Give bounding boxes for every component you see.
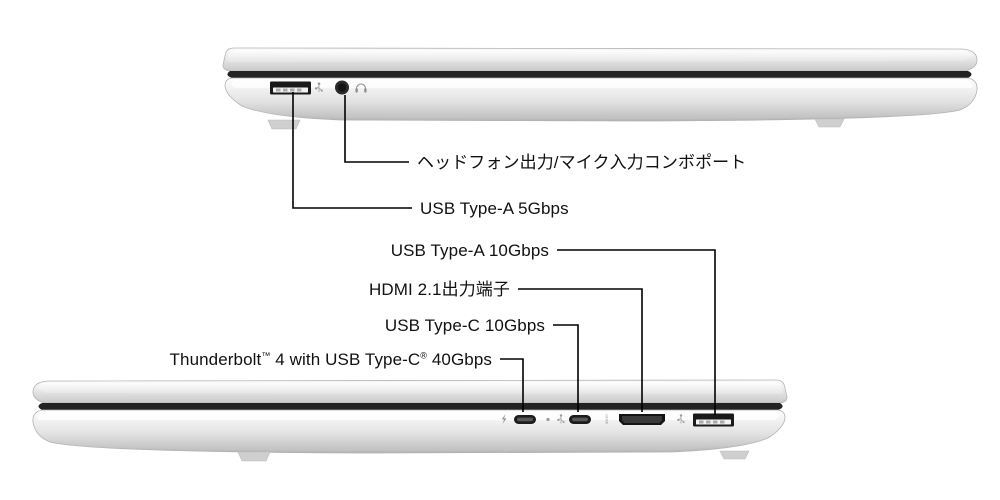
thunderbolt-icon — [501, 414, 507, 424]
thunderbolt-label-part1: Thunderbolt — [169, 350, 262, 369]
usb-a-contacts — [276, 88, 302, 92]
callout-hdmi-output: HDMI 2.1出力端子 — [369, 280, 510, 299]
callout-audio-combo-port: ヘッドフォン出力/マイク入力コンボポート — [417, 153, 747, 172]
lid-highlight — [38, 382, 783, 394]
usb-c-insert — [572, 417, 588, 422]
callout-thunderbolt-4: Thunderbolt™ 4 with USB Type-C® 40Gbps — [110, 351, 492, 368]
base-highlight — [231, 80, 973, 88]
lid-highlight — [227, 50, 972, 62]
callout-usb-a-5gbps: USB Type-A 5Gbps — [420, 199, 569, 218]
hdmi-label-icon: HDMI — [604, 415, 608, 425]
callout-usb-c-10gbps: USB Type-C 10Gbps — [384, 316, 545, 335]
usb-a-contacts — [699, 420, 725, 424]
laptop-left-side-view — [222, 47, 978, 130]
hinge-gap — [38, 403, 783, 410]
rubber-foot — [237, 451, 271, 462]
usb-icon — [314, 82, 323, 93]
superspeed-icon — [557, 414, 565, 424]
rubber-foot — [267, 119, 301, 130]
base-highlight — [37, 412, 779, 420]
trademark-symbol: ™ — [261, 350, 271, 361]
hdmi-inner — [622, 416, 662, 423]
thunderbolt-label-part2: 4 with USB Type-C — [270, 350, 421, 369]
rubber-foot — [719, 450, 750, 460]
callout-usb-a-10gbps: USB Type-A 10Gbps — [390, 241, 549, 260]
usb-c-insert — [517, 417, 533, 422]
status-dot — [546, 417, 550, 422]
registered-symbol: ® — [420, 350, 428, 361]
laptop-right-side-view: HDMI — [32, 379, 788, 462]
headset-icon — [355, 83, 367, 93]
superspeed-icon — [677, 414, 685, 424]
rubber-foot — [814, 118, 845, 128]
hinge-gap — [227, 71, 972, 78]
svg-text:HDMI: HDMI — [604, 415, 608, 425]
audio-jack-inner — [337, 83, 347, 92]
thunderbolt-label-part3: 40Gbps — [427, 350, 492, 369]
